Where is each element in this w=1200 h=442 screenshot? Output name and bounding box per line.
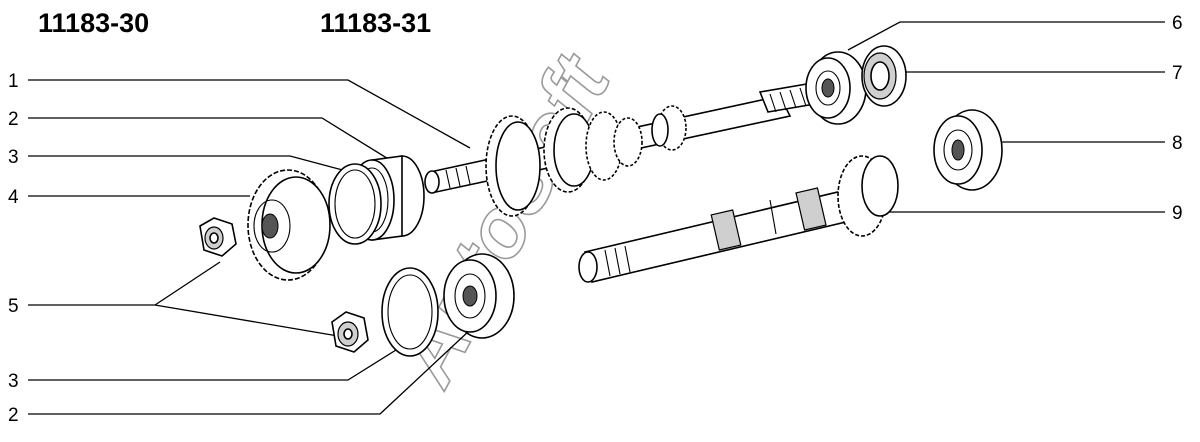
nut-5-lower xyxy=(331,311,369,353)
bearing-6 xyxy=(805,51,867,125)
callout-4: 4 xyxy=(8,187,19,208)
callouts-left: 1 2 3 4 5 3 2 xyxy=(8,71,19,426)
callout-6: 6 xyxy=(1172,13,1183,34)
leader-lines xyxy=(28,21,1165,415)
callout-3-top: 3 xyxy=(8,147,19,168)
callout-8: 8 xyxy=(1172,133,1183,154)
callout-2-top: 2 xyxy=(8,109,19,130)
callout-9: 9 xyxy=(1172,203,1183,224)
snap-ring-3-top xyxy=(328,163,382,245)
bearing-8 xyxy=(933,109,1003,191)
snap-ring-3-bottom xyxy=(381,267,439,357)
gear-4 xyxy=(247,169,331,281)
callouts-right: 6 7 8 9 xyxy=(1172,13,1183,224)
title-left: 11183-30 xyxy=(38,8,149,38)
callout-7: 7 xyxy=(1172,63,1183,84)
nut-5-upper xyxy=(199,217,237,257)
callout-5: 5 xyxy=(8,296,19,317)
title-right: 11183-31 xyxy=(320,8,431,38)
secondary-shaft xyxy=(578,155,899,283)
callout-1: 1 xyxy=(8,71,19,92)
callout-2-bottom: 2 xyxy=(8,405,19,426)
bearing-2-bottom xyxy=(443,253,515,339)
bearing-7 xyxy=(861,45,907,107)
callout-3-bottom: 3 xyxy=(8,371,19,392)
